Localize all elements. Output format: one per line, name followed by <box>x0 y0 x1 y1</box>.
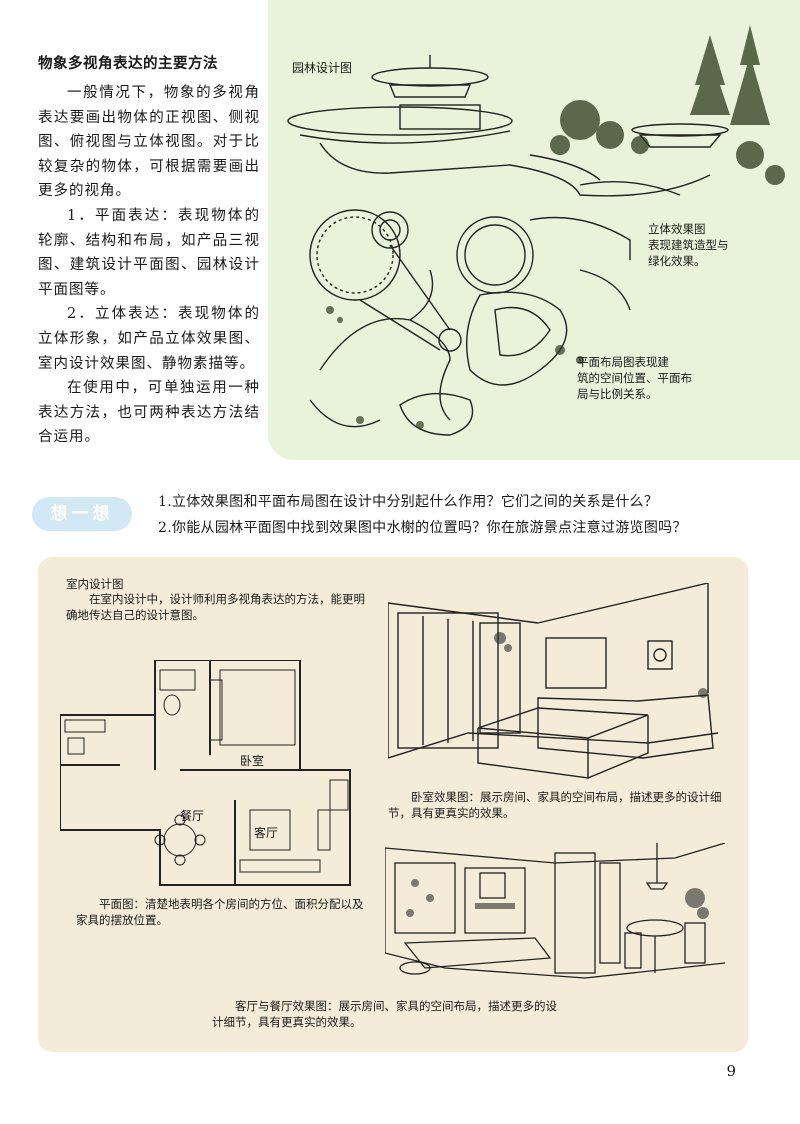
room-label-dining: 餐厅 <box>180 809 205 823</box>
room-label-living: 客厅 <box>254 826 279 840</box>
living-dining-caption: 客厅与餐厅效果图：展示房间、家具的空间布局，描述更多的设计细节，具有更真实的效果… <box>212 999 557 1029</box>
think-badge: 想一想 <box>32 497 132 531</box>
garden-plan-illustration <box>309 209 631 436</box>
bedroom-illustration <box>388 583 719 779</box>
plan-expression-paragraph: 1．平面表达：表现物体的轮廓、结构和布局，如产品三视图、建筑设计平面图、园林设计… <box>38 207 260 298</box>
garden-3d-caption: 立体效果图 表现建筑造型与 绿化效果。 <box>648 222 729 268</box>
think-question-2: 2.你能从园林平面图中找到效果图中水榭的位置吗？你在旅游景点注意过游览图吗？ <box>158 520 687 536</box>
interior-design-panel <box>38 557 748 1052</box>
think-question-1: 1.立体效果图和平面布局图在设计中分别起什么作用？它们之间的关系是什么？ <box>158 494 659 510</box>
section-heading: 物象多视角表达的主要方法 <box>38 56 218 72</box>
garden-title: 园林设计图 <box>292 61 353 75</box>
3d-expression-paragraph: 2．立体表达：表现物体的立体形象，如产品立体效果图、室内设计效果图、静物素描等。 <box>38 306 260 372</box>
page-number: 9 <box>726 1062 736 1080</box>
floor-plan-caption: 平面图：清楚地表明各个房间的方位、面积分配以及家具的摆放位置。 <box>76 897 364 927</box>
floor-plan-illustration <box>60 660 351 886</box>
room-label-bedroom: 卧室 <box>240 754 265 768</box>
bedroom-caption: 卧室效果图：展示房间、家具的空间布局，描述更多的设计细节，具有更真实的效果。 <box>388 790 722 820</box>
living-dining-illustration <box>385 843 726 979</box>
usage-paragraph: 在使用中，可单独运用一种表达方法，也可两种表达方法结合运用。 <box>38 380 260 446</box>
method-text-column: 物象多视角表达的主要方法 一般情况下，物象的多视角表达要画出物体的正视图、侧视图… <box>38 52 260 450</box>
garden-3d-illustration <box>287 25 785 197</box>
interior-intro: 在室内设计中，设计师利用多视角表达的方法，能更明确地传达自己的设计意图。 <box>66 592 365 622</box>
garden-plan-caption: 平面布局图表现建 筑的空间位置、平面布 局与比例关系。 <box>577 355 692 401</box>
intro-paragraph: 一般情况下，物象的多视角表达要画出物体的正视图、侧视图、俯视图与立体视图。对于比… <box>38 85 260 200</box>
interior-title: 室内设计图 <box>66 577 124 591</box>
